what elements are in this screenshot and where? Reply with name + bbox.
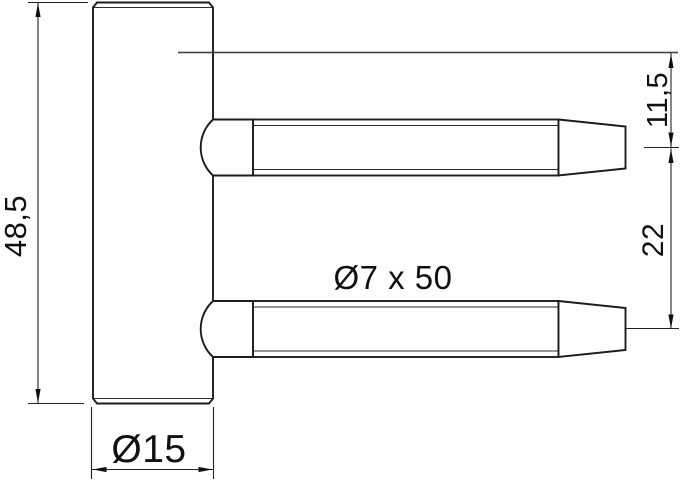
arrowhead-up xyxy=(35,3,41,17)
pin-top-head xyxy=(199,118,254,177)
arrowhead-right xyxy=(198,466,213,473)
pin-top xyxy=(199,118,627,177)
pin-bottom-taper xyxy=(557,299,627,359)
dimension-body-diameter: Ø15 xyxy=(90,407,215,479)
dimension-pin-top-offset: 11,5 xyxy=(642,53,679,149)
arrowhead-down xyxy=(35,389,41,403)
hinge-body xyxy=(92,1,214,405)
dimension-label-overall-height: 48,5 xyxy=(0,195,33,257)
pin-bottom xyxy=(199,299,627,359)
dimension-label-pin-top-offset: 11,5 xyxy=(642,72,674,128)
dimension-label-body-diameter: Ø15 xyxy=(111,428,186,471)
hinge-body-outline xyxy=(92,1,214,405)
arrowhead-left xyxy=(92,466,107,473)
pin-top-taper xyxy=(557,118,627,177)
pin-top-shaft xyxy=(252,118,560,177)
dimension-overall-height: 48,5 xyxy=(0,1,88,405)
dimension-label-pin-spec: Ø7 x 50 xyxy=(333,259,452,296)
dimension-label-pin-spacing: 22 xyxy=(637,223,670,257)
pin-bottom-shaft xyxy=(252,300,560,358)
dimension-pin-spacing: 22 xyxy=(625,148,679,330)
arrowhead-down xyxy=(668,132,674,147)
arrowhead-up xyxy=(668,149,674,163)
pin-bottom-head xyxy=(199,300,254,358)
arrowhead-up xyxy=(668,54,674,68)
arrowhead-down xyxy=(668,314,674,329)
